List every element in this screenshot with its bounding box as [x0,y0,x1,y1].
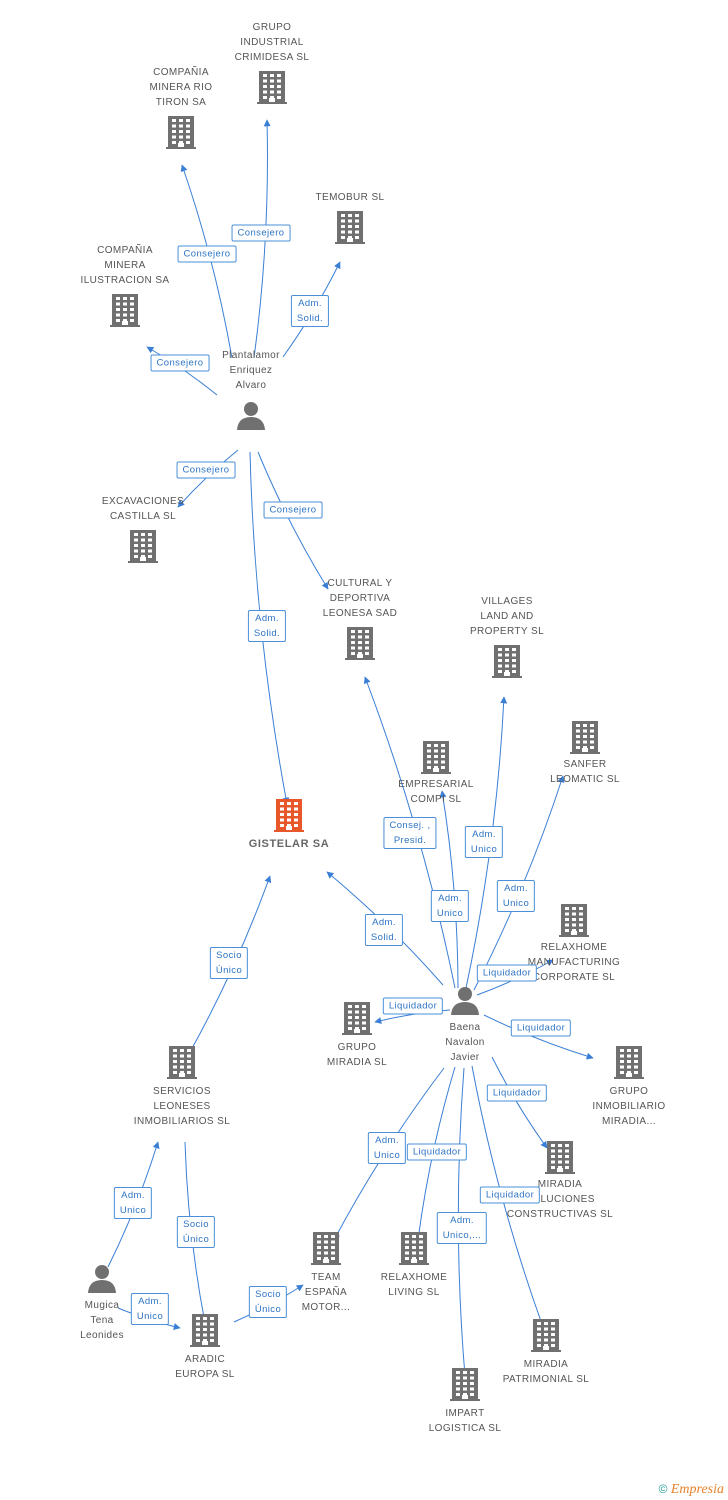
relation-label-aradic-to-team[interactable]: Socio Único [248,1286,288,1318]
building-icon-miradia-patrimonial[interactable] [529,1317,563,1358]
relation-label-plantalamor-to-gistelar[interactable]: Adm. Solid. [247,610,287,642]
node-label-sanfer[interactable]: SANFER LEOMATIC SL [550,759,620,785]
node-label-grupo-crimidesa[interactable]: GRUPO INDUSTRIAL CRIMIDESA SL [234,22,310,63]
node-label-baena[interactable]: Baena Navalon Javier [445,1022,485,1063]
relation-label-plantalamor-to-temobur[interactable]: Adm. Solid. [290,295,330,327]
relation-label-plantalamor-to-minera-rio[interactable]: Consejero [177,245,237,263]
node-label-relaxhome-living[interactable]: RELAXHOME LIVING SL [380,1272,448,1298]
relation-label-baena-to-sanfer[interactable]: Adm. Unico [496,880,536,912]
building-icon-minera-ilustracion[interactable] [108,292,142,333]
node-label-temobur[interactable]: TEMOBUR SL [315,192,385,203]
node-label-excavaciones[interactable]: EXCAVACIONES CASTILLA SL [101,496,185,522]
building-icon-excavaciones[interactable] [126,528,160,569]
person-icon-mugica[interactable] [86,1263,118,1298]
node-label-mugica[interactable]: Mugica Tena Leonides [80,1300,124,1341]
node-label-minera-rio[interactable]: COMPAÑIA MINERA RIO TIRON SA [149,67,213,108]
relation-label-mugica-to-aradic[interactable]: Adm. Unico [130,1293,170,1325]
relation-label-baena-to-team[interactable]: Adm. Unico [367,1132,407,1164]
building-icon-relaxhome-living[interactable] [397,1230,431,1271]
building-icon-grupo-inmob-miradia[interactable] [612,1044,646,1085]
person-icon-plantalamor[interactable] [235,400,267,435]
node-label-miradia-patrimonial[interactable]: MIRADIA PATRIMONIAL SL [502,1359,590,1385]
relation-label-baena-to-villages[interactable]: Adm. Unico [464,826,504,858]
person-icon-baena[interactable] [449,985,481,1020]
node-label-gistelar[interactable]: GISTELAR SA [248,838,330,850]
node-label-grupo-miradia[interactable]: GRUPO MIRADIA SL [326,1042,388,1068]
building-icon-team[interactable] [309,1230,343,1271]
relation-label-baena-to-gistelar[interactable]: Adm. Solid. [364,914,404,946]
relation-label-servicios-to-aradic[interactable]: Socio Único [176,1216,216,1248]
building-icon-relaxhome-mfg[interactable] [557,902,591,943]
building-icon-cultural[interactable] [343,625,377,666]
node-label-servicios[interactable]: SERVICIOS LEONESES INMOBILIARIOS SL [133,1086,231,1127]
relation-label-plantalamor-to-cultural[interactable]: Consejero [263,501,323,519]
relation-label-baena-to-miradia-patrimonial[interactable]: Liquidador [479,1186,541,1204]
relation-label-baena-to-relaxhome-mfg[interactable]: Liquidador [476,964,538,982]
building-icon-sanfer[interactable] [568,719,602,760]
relation-label-baena-to-impart[interactable]: Adm. Unico,... [436,1212,488,1244]
relation-label-plantalamor-to-grupo-crimidesa[interactable]: Consejero [231,224,291,242]
relation-label-servicios-to-gistelar[interactable]: Socio Único [209,947,249,979]
edge-baena-to-miradia-sol [491,1056,548,1149]
relation-label-baena-to-miradia-sol[interactable]: Liquidador [486,1084,548,1102]
building-icon-aradic[interactable] [188,1312,222,1353]
node-label-impart[interactable]: IMPART LOGISTICA SL [428,1408,502,1434]
building-icon-grupo-miradia[interactable] [340,1000,374,1041]
relation-label-baena-to-empresarial[interactable]: Adm. Unico [430,890,470,922]
brand-name: Empresia [670,1482,724,1497]
building-icon-impart[interactable] [448,1366,482,1407]
relation-label-baena-to-relaxhome-living[interactable]: Liquidador [406,1143,468,1161]
node-label-minera-ilustracion[interactable]: COMPAÑIA MINERA ILUSTRACION SA [80,245,170,286]
relation-label-baena-to-grupo-miradia[interactable]: Liquidador [382,997,444,1015]
building-icon-grupo-crimidesa[interactable] [255,69,289,110]
relation-label-mugica-to-servicios[interactable]: Adm. Unico [113,1187,153,1219]
relation-label-plantalamor-to-excavaciones[interactable]: Consejero [176,461,236,479]
building-icon-servicios[interactable] [165,1044,199,1085]
relation-label-baena-to-grupo-inmob-miradia[interactable]: Liquidador [510,1019,572,1037]
edge-baena-to-empresarial [439,790,459,989]
copyright-symbol: © [658,1482,668,1496]
node-label-relaxhome-mfg[interactable]: RELAXHOME MANUFACTURING CORPORATE SL [527,942,621,983]
relation-label-baena-to-cultural[interactable]: Consej. , Presid. [383,817,437,849]
node-label-empresarial[interactable]: EMPRESARIAL COMPI SL [398,779,474,805]
edge-plantalamor-to-cultural [257,451,329,590]
node-label-cultural[interactable]: CULTURAL Y DEPORTIVA LEONESA SAD [322,578,398,619]
node-label-team[interactable]: TEAM ESPAÑA MOTOR... [301,1272,351,1313]
building-icon-miradia-sol[interactable] [543,1139,577,1180]
node-label-plantalamor[interactable]: Plantalamor Enriquez Alvaro [222,350,280,391]
node-label-aradic[interactable]: ARADIC EUROPA SL [175,1354,235,1380]
building-icon-gistelar[interactable] [272,797,306,838]
node-label-miradia-sol[interactable]: MIRADIA SOLUCIONES CONSTRUCTIVAS SL [506,1179,614,1220]
edge-baena-to-grupo-inmob-miradia [483,1014,594,1060]
building-icon-minera-rio[interactable] [164,114,198,155]
relation-label-plantalamor-to-minera-ilustracion[interactable]: Consejero [150,354,210,372]
building-icon-villages[interactable] [490,643,524,684]
edge-baena-to-grupo-miradia [374,1009,451,1024]
node-label-villages[interactable]: VILLAGES LAND AND PROPERTY SL [469,596,545,637]
footer-brand[interactable]: © Empresia [659,1482,724,1498]
building-icon-empresarial[interactable] [419,739,453,780]
node-label-grupo-inmob-miradia[interactable]: GRUPO INMOBILIARIO MIRADIA... [592,1086,666,1127]
building-icon-temobur[interactable] [333,209,367,250]
